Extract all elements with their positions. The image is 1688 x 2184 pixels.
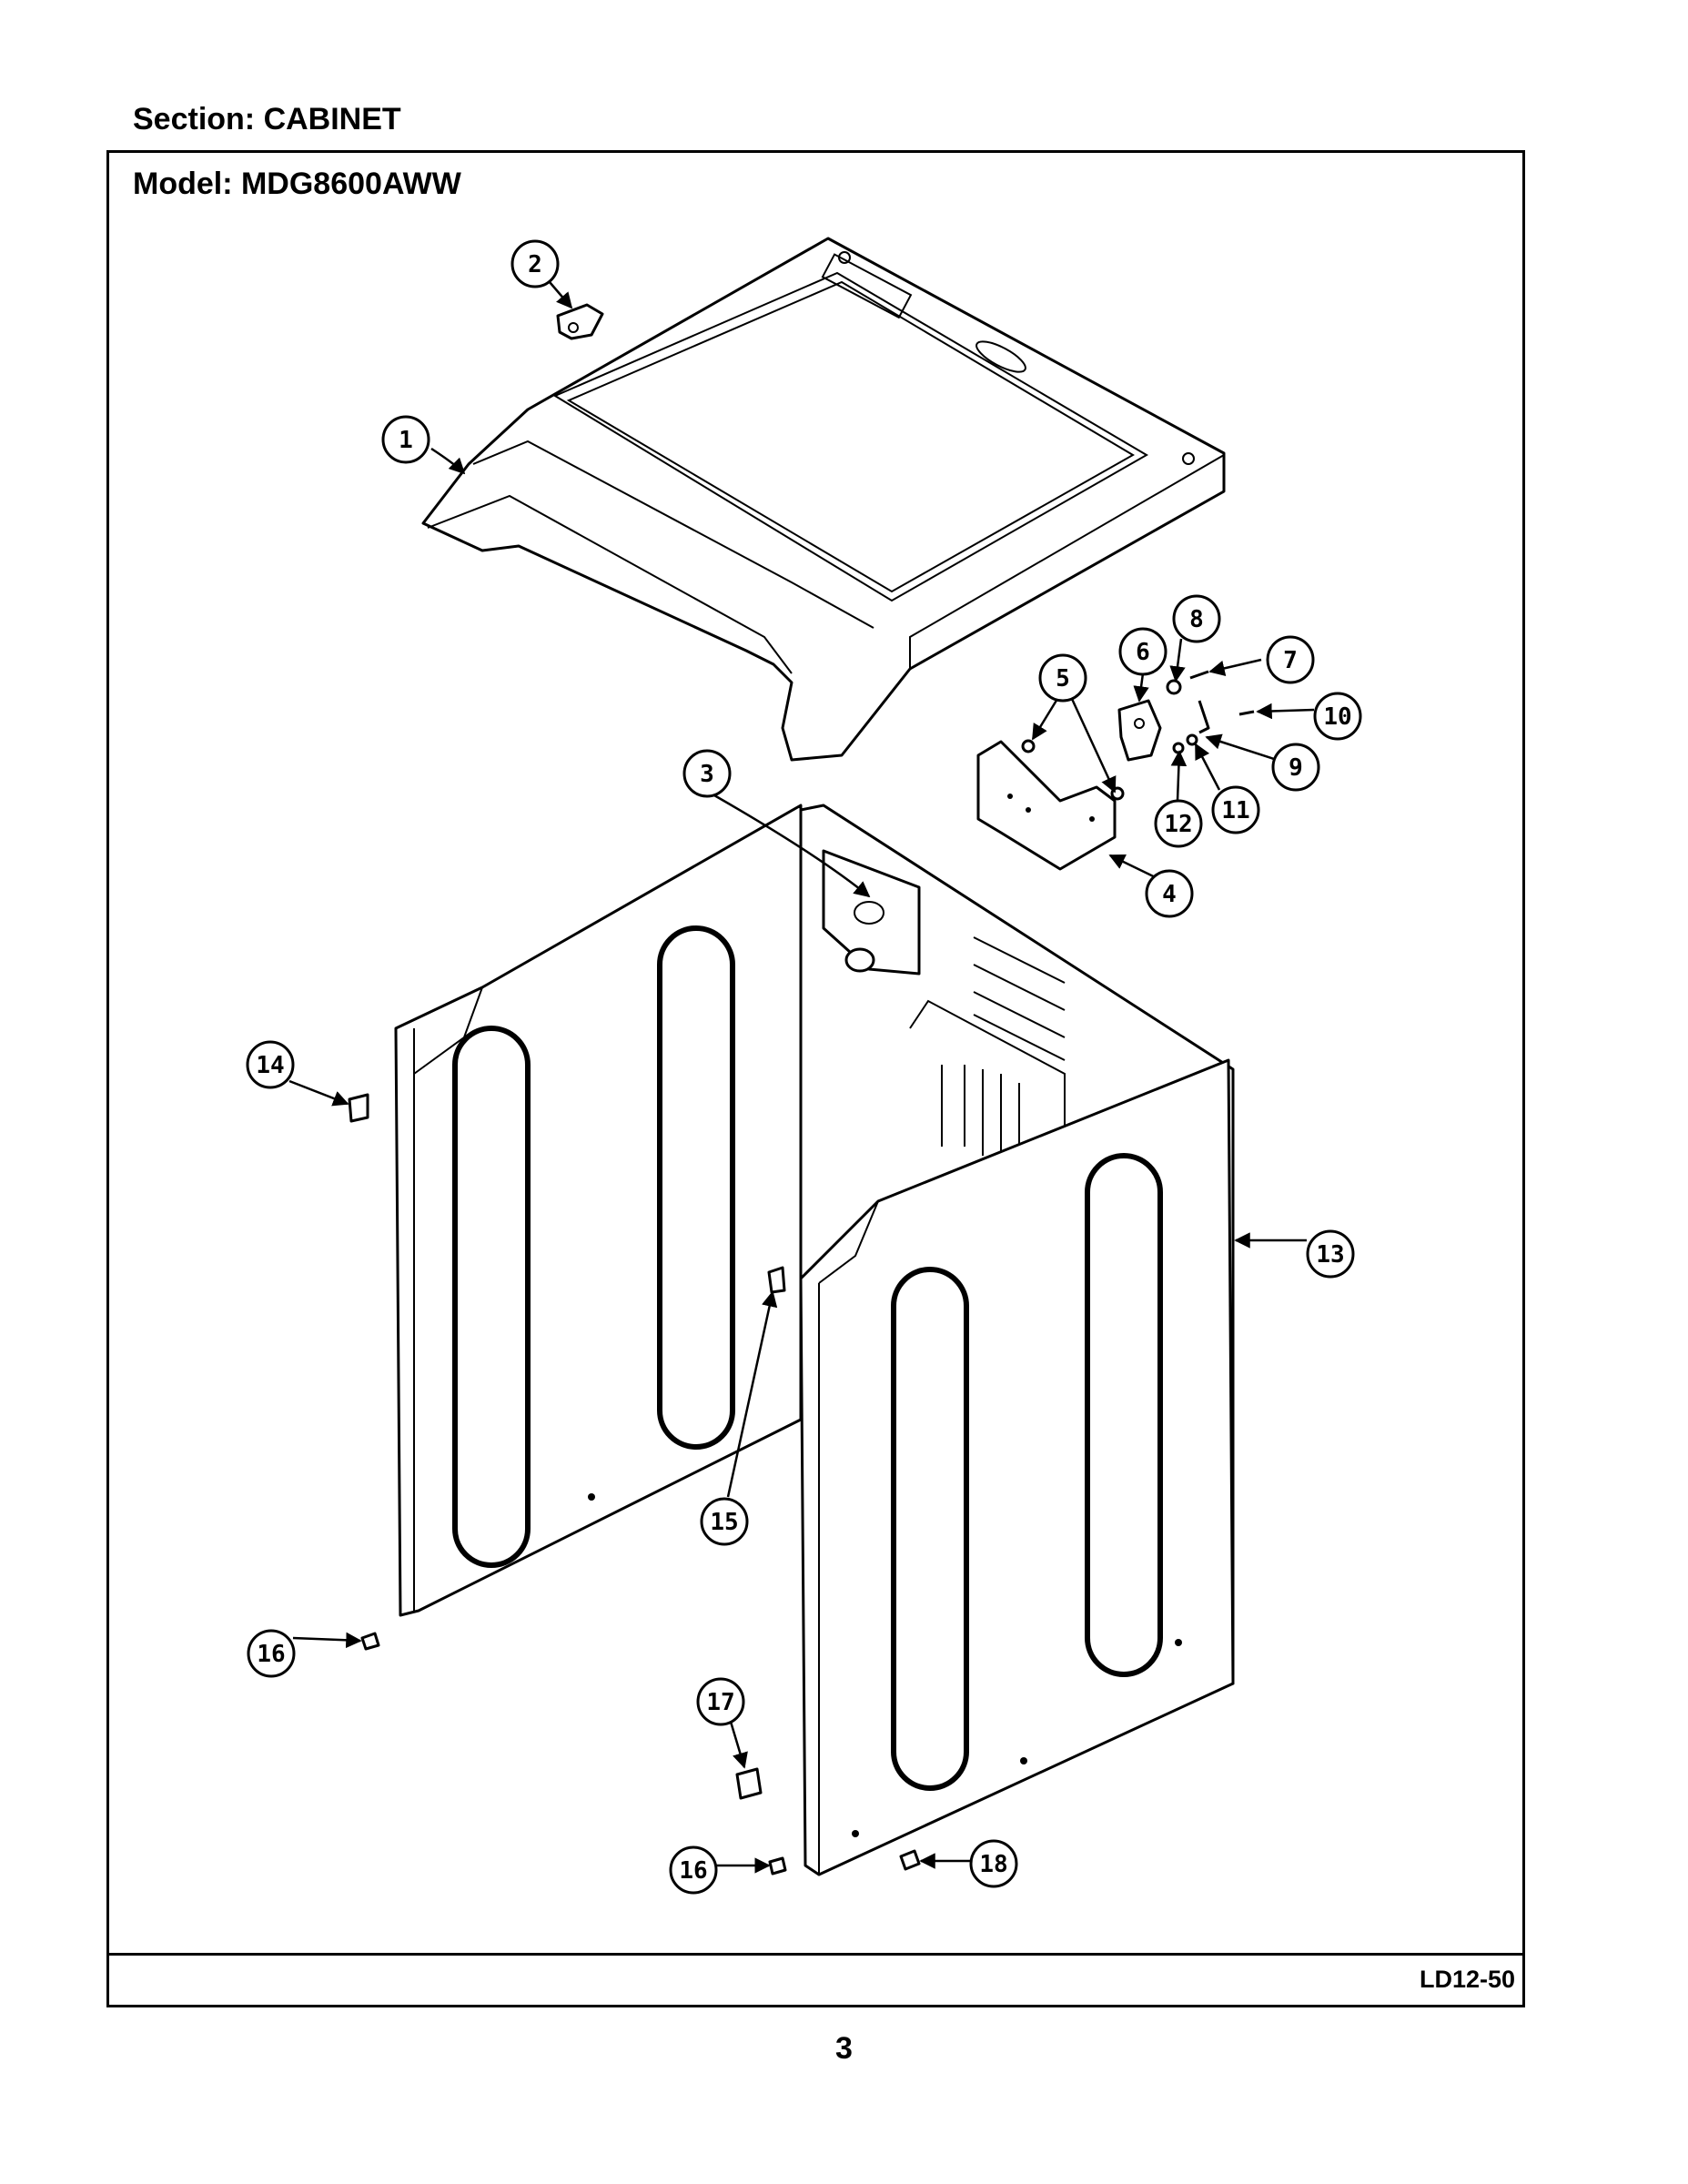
callout-2: 2 — [510, 239, 560, 288]
leader-lines — [288, 281, 1315, 1874]
callout-10: 10 — [1313, 692, 1362, 741]
callout-8: 8 — [1172, 594, 1221, 643]
footer-divider — [106, 1953, 1525, 1956]
screw-part-18 — [899, 1849, 921, 1871]
callout-label: 12 — [1164, 811, 1192, 838]
callout-label: 13 — [1316, 1241, 1344, 1269]
callout-1: 1 — [381, 415, 430, 464]
callout-15: 15 — [700, 1497, 749, 1546]
callout-label: 16 — [679, 1857, 707, 1885]
callout-9: 9 — [1271, 743, 1320, 792]
hardware-parts — [1021, 670, 1255, 801]
callout-label: 6 — [1136, 639, 1150, 666]
callout-17: 17 — [696, 1677, 745, 1726]
callout-14: 14 — [246, 1040, 295, 1089]
callout-label: 17 — [706, 1689, 734, 1716]
callout-16a: 16 — [247, 1629, 296, 1678]
foot-part-17 — [735, 1767, 763, 1800]
page-number: 3 — [835, 2031, 853, 2066]
top-panel — [421, 237, 1226, 762]
clip-part-15 — [767, 1266, 786, 1294]
screw-part-16b — [768, 1856, 787, 1876]
callout-label: 9 — [1289, 754, 1303, 782]
screw-part-16a — [360, 1632, 380, 1651]
callout-6: 6 — [1118, 627, 1167, 676]
callout-label: 18 — [979, 1851, 1007, 1878]
callout-label: 8 — [1189, 606, 1204, 633]
callout-11: 11 — [1211, 785, 1260, 834]
callout-label: 16 — [257, 1641, 285, 1668]
callout-label: 14 — [256, 1052, 284, 1079]
clip-part-14 — [348, 1093, 369, 1123]
callout-5: 5 — [1038, 653, 1087, 703]
callout-3: 3 — [682, 749, 732, 798]
callout-label: 2 — [528, 251, 542, 278]
diagram-frame — [106, 150, 1525, 2007]
callout-label: 4 — [1162, 881, 1177, 908]
switch-part — [1117, 699, 1162, 762]
model-title: Model: MDG8600AWW — [133, 167, 461, 201]
callout-13: 13 — [1306, 1229, 1355, 1279]
callout-label: 3 — [700, 761, 714, 788]
callout-label: 10 — [1323, 703, 1351, 731]
top-hinge-part — [556, 303, 604, 340]
callout-7: 7 — [1266, 635, 1315, 684]
callout-label: 1 — [399, 427, 413, 454]
callout-label: 11 — [1221, 797, 1249, 824]
callout-16b: 16 — [669, 1845, 718, 1895]
callout-label: 15 — [710, 1509, 738, 1536]
section-title: Section: CABINET — [133, 102, 401, 136]
bracket-part — [976, 740, 1117, 871]
callout-4: 4 — [1145, 869, 1194, 918]
callout-12: 12 — [1154, 799, 1203, 848]
callout-label: 7 — [1283, 647, 1298, 674]
callout-18: 18 — [969, 1839, 1018, 1888]
callout-label: 5 — [1056, 665, 1070, 693]
cabinet-body — [394, 804, 1235, 1876]
diagram-code: LD12-50 — [1419, 1966, 1515, 1993]
